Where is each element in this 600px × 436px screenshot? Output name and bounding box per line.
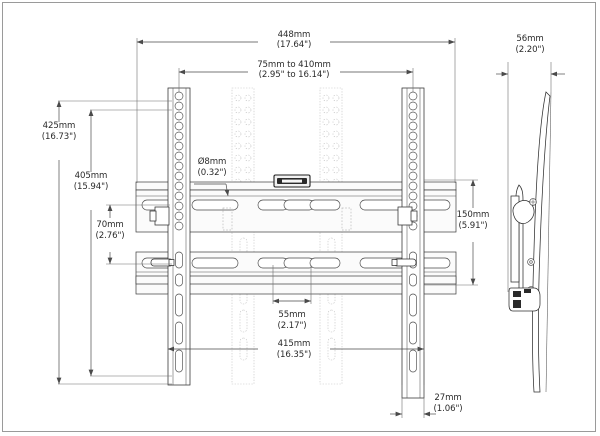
- dim-rail-width-mm: 415mm: [278, 339, 311, 349]
- dim-slot-spacing: 55mm (2.17"): [272, 265, 312, 331]
- dim-mount-depth-inch: (2.20"): [515, 45, 544, 55]
- dim-rail-height-mm: 405mm: [75, 171, 108, 181]
- hidden-adjustable-post-right: [319, 87, 343, 385]
- dim-hole-diameter: Ø8mm (0.32"): [194, 156, 230, 197]
- dim-rail-spacing-inch: (5.91"): [458, 221, 487, 231]
- left-post-hole-column: [174, 91, 184, 231]
- dim-stud-span: 75mm to 410mm (2.95" to 16.14"): [178, 60, 414, 92]
- hidden-adjustable-post-left: [231, 87, 255, 385]
- left-post-slot-column: [175, 251, 183, 373]
- left-vertical-post: [167, 87, 191, 386]
- dim-overall-width-mm: 448mm: [278, 30, 311, 40]
- dim-hole-diameter-inch: (0.32"): [197, 168, 226, 178]
- dim-slot-spacing-mm: 55mm: [278, 310, 305, 320]
- dim-upper-gap-inch: (2.76"): [95, 231, 124, 241]
- tilt-lock-mechanism: [149, 206, 418, 267]
- dim-upper-gap: 70mm (2.76"): [95, 204, 172, 265]
- dim-rail-width: 415mm (16.35"): [167, 294, 425, 360]
- dim-mount-depth: 56mm (2.20"): [496, 34, 565, 292]
- drawing-border: [2, 2, 596, 432]
- dim-overall-height: 425mm (16.73"): [42, 100, 172, 385]
- dim-overall-height-inch: (16.73"): [42, 132, 76, 142]
- dim-rail-height: 405mm (15.94"): [74, 109, 172, 377]
- dim-upper-gap-mm: 70mm: [96, 220, 123, 230]
- dim-rail-width-inch: (16.35"): [277, 350, 311, 360]
- dim-mount-depth-mm: 56mm: [516, 34, 543, 44]
- side-profile-outline: [508, 91, 552, 393]
- dim-post-width-mm: 27mm: [434, 393, 461, 403]
- dim-stud-span-mm: 75mm to 410mm: [257, 60, 331, 70]
- dim-overall-width: 448mm (17.64"): [136, 30, 456, 183]
- dim-rail-spacing-mm: 150mm: [457, 210, 490, 220]
- dim-post-width: 27mm (1.06"): [390, 385, 463, 418]
- dim-rail-spacing-vertical: 150mm (5.91"): [424, 179, 490, 286]
- dim-overall-height-mm: 425mm: [43, 121, 76, 131]
- dim-hole-diameter-mm: Ø8mm: [198, 156, 227, 167]
- dim-slot-spacing-inch: (2.17"): [277, 321, 306, 331]
- dim-stud-span-inch: (2.95" to 16.14"): [259, 70, 330, 80]
- dim-rail-height-inch: (15.94"): [74, 182, 108, 192]
- dim-post-width-inch: (1.06"): [433, 404, 462, 414]
- dim-overall-width-inch: (17.64"): [277, 40, 311, 50]
- bubble-level-indicator: [273, 174, 311, 188]
- right-vertical-post: [401, 87, 425, 399]
